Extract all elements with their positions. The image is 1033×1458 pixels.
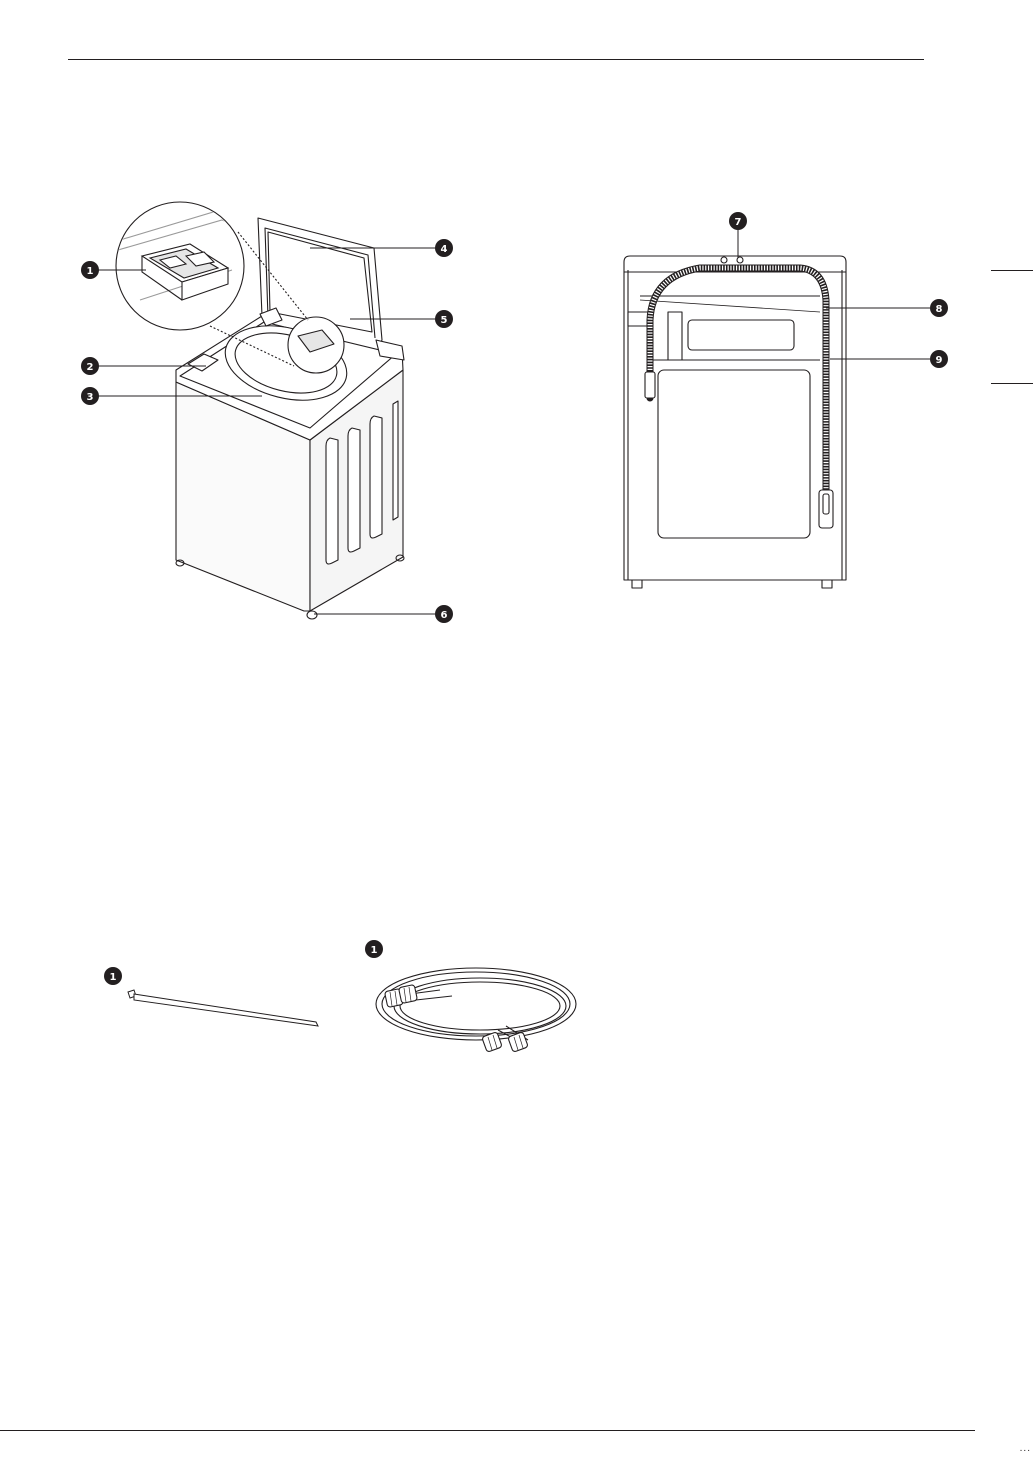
callout-3: 3: [81, 387, 99, 405]
rear-washer-illustration: [624, 256, 846, 588]
svg-text:5: 5: [441, 315, 448, 326]
callout-accessory-cable-tie: 1: [104, 967, 122, 985]
svg-text:9: 9: [936, 355, 943, 366]
svg-text:2: 2: [87, 362, 94, 373]
callout-4: 4: [435, 239, 453, 257]
callout-6: 6: [435, 605, 453, 623]
svg-text:4: 4: [441, 244, 448, 255]
callout-7: 7: [729, 212, 747, 230]
dispenser-detail-inset: [116, 202, 252, 330]
svg-text:8: 8: [936, 304, 943, 315]
callout-2: 2: [81, 357, 99, 375]
inlet-hoses-illustration: [376, 968, 576, 1052]
callout-8: 8: [930, 299, 948, 317]
svg-text:6: 6: [441, 610, 448, 621]
cable-tie-illustration: [128, 990, 318, 1026]
svg-text:3: 3: [87, 392, 94, 403]
svg-text:7: 7: [735, 217, 742, 228]
callout-accessory-inlet-hoses: 1: [365, 940, 383, 958]
callout-5: 5: [435, 310, 453, 328]
svg-text:1: 1: [371, 945, 378, 956]
callout-9: 9: [930, 350, 948, 368]
callout-1: 1: [81, 261, 99, 279]
svg-text:1: 1: [110, 972, 117, 983]
svg-text:1: 1: [87, 266, 94, 277]
